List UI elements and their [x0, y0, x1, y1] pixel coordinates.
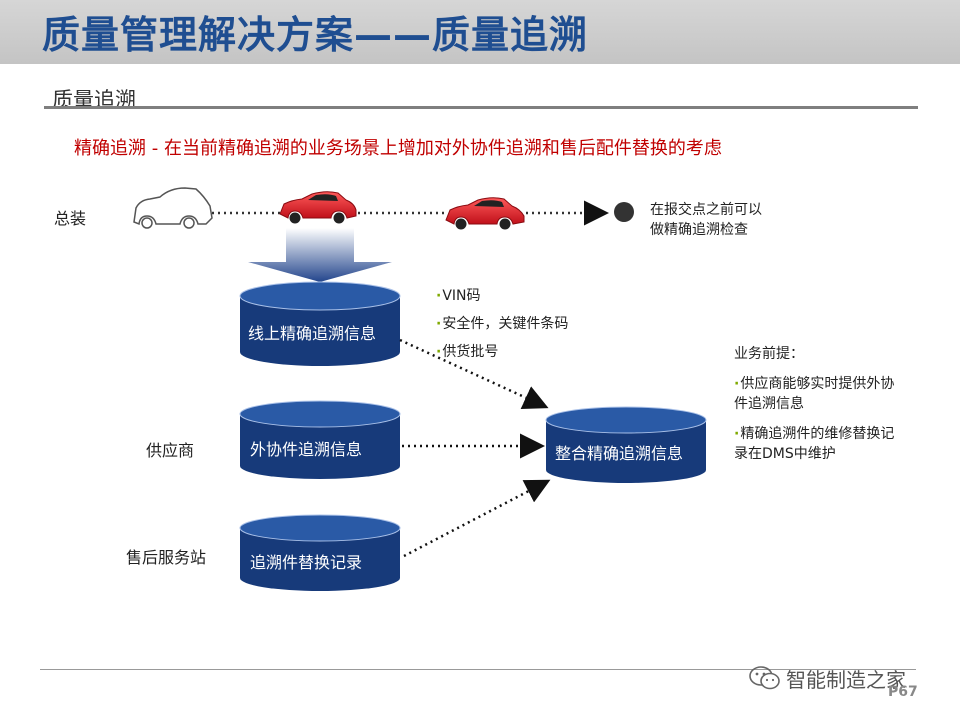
connector-replace-to-merged: [403, 479, 551, 558]
footer-divider: [40, 669, 916, 670]
premise-title: 业务前提：: [734, 346, 804, 362]
end-note-line: 在报交点之前可以: [650, 202, 762, 218]
cylinder-merged: [545, 406, 707, 483]
bullet-item: VIN码: [436, 282, 568, 310]
connector-online-to-merged: [399, 338, 549, 410]
row-label-supplier: 供应商: [146, 441, 195, 460]
bullet-item: 供货批号: [436, 338, 568, 366]
car-body-shell-icon: [133, 187, 213, 229]
down-arrow-icon: [248, 228, 392, 282]
row-label-assembly: 总装: [54, 209, 87, 228]
cylinder-label-merged: 整合精确追溯信息: [555, 444, 684, 463]
wechat-icon: [749, 666, 780, 690]
bullet-item: 安全件，关键件条码: [436, 310, 568, 338]
cylinder-online: [239, 281, 401, 366]
end-note-line: 做精确追溯检查: [650, 222, 748, 238]
subtitle: 精确追溯 - 在当前精确追溯的业务场景上增加对外协件追溯和售后配件替换的考虑: [74, 138, 722, 159]
end-note: 在报交点之前可以 做精确追溯检查: [650, 200, 762, 240]
page-number: P67: [888, 684, 918, 700]
cylinder-outsource: [239, 400, 401, 479]
premise-item: 供应商能够实时提供外协 件追溯信息: [734, 374, 894, 414]
endpoint-dot: [614, 202, 634, 222]
cylinder-label-outsource: 外协件追溯信息: [250, 440, 363, 459]
watermark: 智能制造之家: [786, 668, 906, 692]
premise-item: 精确追溯件的维修替换记 录在DMS中维护: [734, 424, 894, 464]
section-divider: [44, 106, 918, 109]
page-title: 质量管理解决方案——质量追溯: [42, 13, 589, 57]
red-car-icon: [445, 197, 525, 230]
red-car-icon: [279, 191, 357, 224]
cylinder-label-replace: 追溯件替换记录: [250, 553, 363, 572]
info-bullets: VIN码 安全件，关键件条码 供货批号: [436, 282, 568, 366]
cylinder-replace: [239, 514, 401, 591]
row-label-service: 售后服务站: [126, 548, 207, 567]
header-bar: [0, 0, 960, 64]
cylinder-label-online: 线上精确追溯信息: [248, 324, 377, 343]
